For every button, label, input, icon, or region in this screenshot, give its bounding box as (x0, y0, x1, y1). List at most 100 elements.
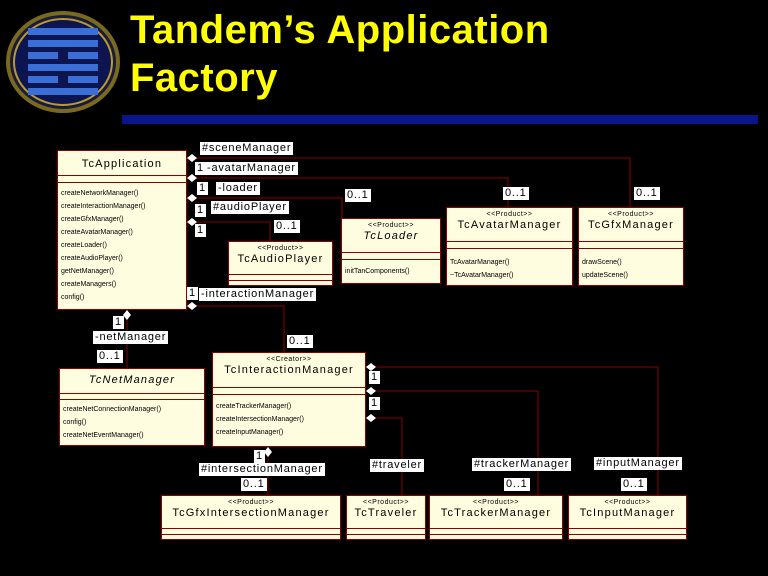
class-tc-loader[interactable]: <<Product>> TcLoader initTanComponents() (341, 218, 441, 284)
method: createInteractionManager() (61, 203, 146, 210)
class-name: TcAvatarManager (457, 219, 562, 231)
stereotype: <<Product>> (368, 222, 414, 229)
method: createLoader() (61, 242, 107, 249)
aggregation-diamond (264, 447, 272, 457)
multiplicity: 0..1 (241, 478, 267, 491)
interaction-manager-association (187, 305, 285, 352)
method: getNetManager() (61, 268, 114, 275)
class-name: TcTraveler (354, 507, 418, 519)
class-tc-application[interactable]: TcApplication createNetworkManager() cre… (57, 150, 187, 310)
multiplicity: 0..1 (621, 478, 647, 491)
multiplicity: 1 (195, 204, 206, 217)
class-name: TcApplication (81, 158, 163, 170)
class-tc-gfx-intersection-manager[interactable]: <<Product>> TcGfxIntersectionManager (161, 495, 341, 540)
role-label-loader: -loader (216, 182, 260, 195)
input-manager-association (366, 366, 659, 495)
method: createAudioPlayer() (61, 255, 123, 262)
role-label-interaction-manager: -interactionManager (199, 288, 317, 301)
method: createNetworkManager() (61, 190, 139, 197)
class-tc-traveler[interactable]: <<Product>> TcTraveler (346, 495, 426, 540)
multiplicity: 0..1 (97, 350, 123, 363)
class-tc-gfx-manager[interactable]: <<Product>> TcGfxManager drawScene() upd… (578, 207, 684, 286)
role-label-audio-player: #audioPlayer (211, 201, 289, 214)
aggregation-diamond (187, 174, 197, 182)
aggregation-diamond (187, 302, 197, 310)
aggregation-diamond (187, 218, 197, 226)
class-name: TcInteractionManager (224, 364, 354, 376)
method: createNetEventManager() (63, 432, 144, 439)
role-label-scene-manager: #sceneManager (200, 142, 294, 155)
class-tc-tracker-manager[interactable]: <<Product>> TcTrackerManager (429, 495, 563, 540)
class-tc-avatar-manager[interactable]: <<Product>> TcAvatarManager TcAvatarMana… (446, 207, 573, 286)
multiplicity: 0..1 (503, 187, 529, 200)
aggregation-diamond (123, 310, 131, 320)
method: ~TcAvatarManager() (450, 272, 514, 279)
method: initTanComponents() (345, 268, 410, 275)
method: createManagers() (61, 281, 117, 288)
method: config() (61, 294, 85, 301)
multiplicity: 1 (187, 287, 198, 300)
multiplicity: 1 (195, 224, 206, 237)
aggregation-diamond (187, 194, 197, 202)
slide-title-line-2: Factory (130, 56, 278, 100)
stereotype: <<Product>> (257, 245, 304, 252)
method: createAvatarManager() (61, 229, 133, 236)
traveler-association (366, 417, 403, 495)
class-tc-interaction-manager[interactable]: <<Creator>> TcInteractionManager createT… (212, 352, 366, 447)
stereotype: <<Product>> (363, 499, 409, 506)
role-label-intersection-manager: #intersectionManager (199, 463, 325, 476)
multiplicity: 0..1 (274, 220, 300, 233)
class-name: TcTrackerManager (440, 507, 552, 519)
method: drawScene() (582, 259, 622, 266)
method-list: createNetConnectionManager() config() cr… (63, 403, 161, 442)
method: updateScene() (582, 272, 628, 279)
slide-title-line-1: Tandem’s Application (130, 8, 550, 52)
method: createNetConnectionManager() (63, 406, 162, 413)
scene-manager-association (187, 157, 631, 207)
multiplicity: 0..1 (634, 187, 660, 200)
class-tc-audio-player[interactable]: <<Product>> TcAudioPlayer (228, 241, 333, 286)
role-label-input-manager: #inputManager (594, 457, 682, 470)
stereotype: <<Creator>> (266, 356, 312, 363)
class-name: TcInputManager (579, 507, 676, 519)
stereotype: <<Product>> (473, 499, 519, 506)
multiplicity: 0..1 (504, 478, 530, 491)
multiplicity: 1 (369, 397, 380, 410)
method-list: createTrackerManager() createIntersectio… (216, 400, 304, 439)
method-list: createNetworkManager() createInteraction… (61, 187, 145, 304)
class-name: TcLoader (363, 230, 419, 242)
audio-player-association (187, 221, 271, 241)
title-underline (122, 115, 758, 124)
method: createInputManager() (216, 429, 284, 436)
multiplicity: 1 (195, 162, 206, 175)
role-label-tracker-manager: #trackerManager (472, 458, 572, 471)
multiplicity: 1 (369, 371, 380, 384)
class-tc-net-manager[interactable]: TcNetManager createNetConnectionManager(… (59, 368, 205, 446)
stereotype: <<Product>> (228, 499, 274, 506)
multiplicity: 1 (113, 316, 124, 329)
stereotype: <<Product>> (486, 211, 533, 218)
aggregation-diamond (366, 387, 376, 395)
aggregation-diamond (366, 363, 376, 371)
multiplicity: 1 (254, 450, 265, 463)
method-list: drawScene() updateScene() (582, 256, 628, 282)
method-list: TcAvatarManager() ~TcAvatarManager() (450, 256, 513, 282)
method: createGfxManager() (61, 216, 124, 223)
role-label-net-manager: -netManager (93, 331, 169, 344)
multiplicity: 1 (197, 182, 208, 195)
class-name: TcGfxManager (588, 219, 674, 231)
method-list: initTanComponents() (345, 265, 410, 278)
method: TcAvatarManager() (450, 259, 510, 266)
method: createIntersectionManager() (216, 416, 304, 423)
class-name: TcAudioPlayer (237, 253, 324, 265)
method: createTrackerManager() (216, 403, 292, 410)
role-label-avatar-manager: -avatarManager (205, 162, 298, 175)
class-tc-input-manager[interactable]: <<Product>> TcInputManager (568, 495, 687, 540)
aggregation-diamond (366, 414, 376, 422)
class-name: TcNetManager (88, 374, 176, 386)
tandem-logo-icon (6, 11, 120, 113)
loader-association (187, 197, 343, 218)
stereotype: <<Product>> (604, 499, 651, 506)
slide-title: Tandem’s Application Factory (130, 6, 550, 102)
role-label-traveler: #traveler (370, 459, 424, 472)
